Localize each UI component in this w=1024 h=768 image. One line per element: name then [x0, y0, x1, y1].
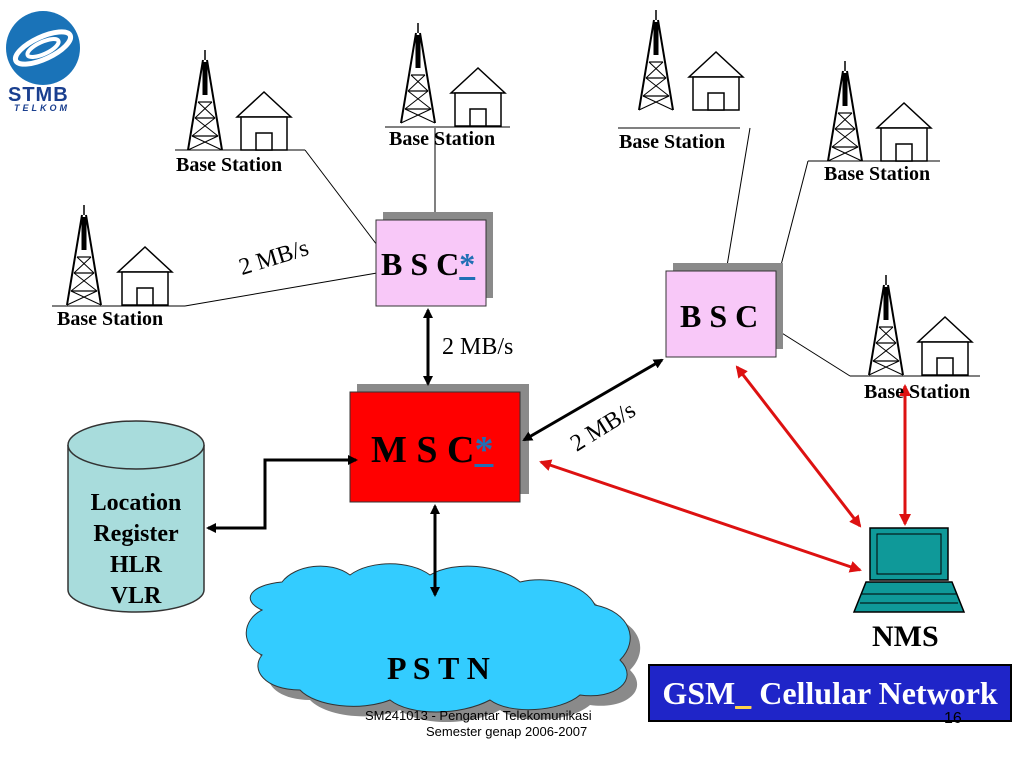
stmb-logo — [6, 11, 80, 85]
logo-sub: TELKOM — [14, 103, 70, 113]
nms-computer-icon[interactable] — [852, 527, 966, 613]
msc-text: M S C — [371, 429, 475, 471]
pstn-cloud[interactable] — [245, 563, 641, 722]
nms-label: NMS — [872, 620, 939, 653]
base-station-top-left — [175, 50, 305, 150]
footer-line2: Semester genap 2006-2007 — [426, 724, 588, 739]
base-station-label: Base Station — [389, 128, 496, 150]
bsc-left-text: B S C — [381, 246, 460, 282]
msc-location-register-link — [206, 455, 358, 533]
title-word-gsm: GSM — [662, 674, 736, 711]
bsc-left-mark[interactable]: * — [459, 246, 476, 282]
bsc-left-label: B S C* — [381, 246, 475, 283]
bsc-right-label: B S C — [680, 298, 759, 334]
location-register-line1: Location — [90, 490, 182, 516]
title-banner: GSM_ Cellular Network — [648, 664, 1012, 722]
title-text: GSM_ Cellular Network — [662, 675, 997, 712]
msc-bsc-right-link — [522, 358, 664, 442]
msc-mark[interactable]: * — [474, 429, 494, 471]
pstn-label: P S T N — [387, 650, 490, 686]
location-register-line4: VLR — [110, 583, 162, 609]
black-links — [206, 308, 664, 597]
page-number: 16 — [944, 710, 962, 727]
base-station-top-center — [385, 23, 510, 128]
title-rest: Cellular Network — [759, 674, 998, 711]
title-mark[interactable]: _ — [735, 674, 752, 711]
red-links — [539, 365, 911, 573]
base-station-label: Base Station — [619, 131, 726, 153]
footer-line1: SM241013 - Pengantar Telekomunikasi — [365, 708, 592, 723]
rate-bsc-msc: 2 MB/s — [442, 334, 514, 360]
bsc-left-box[interactable] — [375, 219, 487, 307]
bsc-right-box[interactable] — [665, 270, 777, 358]
base-station-label: Base Station — [57, 308, 164, 330]
msc-label: M S C* — [371, 428, 493, 472]
location-register-label: Location Register HLR VLR — [68, 488, 204, 612]
nms-msc-link — [539, 459, 862, 573]
base-station-right — [850, 275, 980, 376]
base-station-label: Base Station — [176, 154, 283, 176]
location-register-line2: Register — [93, 521, 179, 547]
location-register-cylinder[interactable] — [67, 420, 205, 613]
base-station-top-right — [618, 10, 744, 129]
base-station-label: Base Station — [864, 381, 971, 403]
base-station-far-right — [808, 61, 940, 161]
base-station-label: Base Station — [824, 163, 931, 185]
location-register-line3: HLR — [109, 552, 162, 578]
logo-name: STMB — [8, 84, 69, 106]
base-station-left — [52, 205, 185, 306]
nms-bsc-right-link — [735, 365, 862, 528]
msc-box[interactable] — [349, 391, 521, 503]
